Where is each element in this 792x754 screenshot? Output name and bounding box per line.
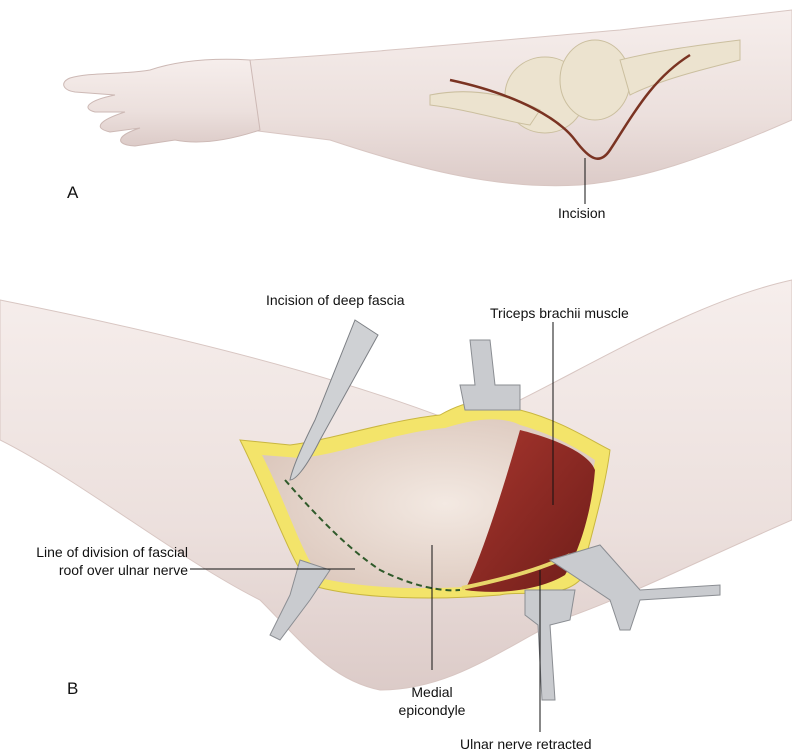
triceps-label: Triceps brachii muscle — [490, 305, 629, 321]
epicondyle-label-line2: epicondyle — [398, 702, 466, 718]
elbow-bones — [429, 39, 741, 134]
scalpel — [289, 319, 379, 481]
fascial-roof-label-line1: Line of division of fascial — [36, 544, 188, 560]
deep-fascia-label: Incision of deep fascia — [266, 292, 405, 308]
elbow-surgical-field — [0, 279, 792, 732]
fascial-roof-label-line2: roof over ulnar nerve — [58, 562, 188, 578]
retractors — [269, 339, 721, 701]
panel-letter-a: A — [67, 183, 79, 202]
epicondyle-label-line1: Medial — [411, 684, 453, 700]
incision-line — [449, 53, 691, 160]
forearm-drawing — [63, 9, 792, 204]
incision-label: Incision — [558, 205, 606, 221]
ulnar-nerve-label: Ulnar nerve retracted — [460, 736, 592, 752]
triceps-muscle — [465, 430, 595, 592]
panel-letter-b: B — [67, 679, 79, 698]
fascial-roof-dashed-line — [284, 479, 461, 592]
leader-lines — [190, 322, 554, 732]
